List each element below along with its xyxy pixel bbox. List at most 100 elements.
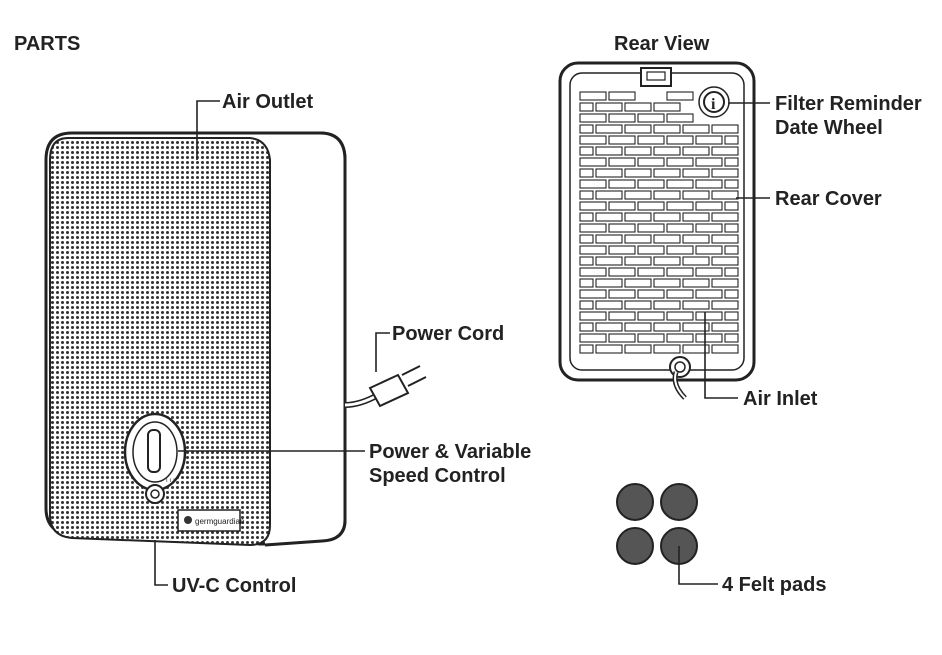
vent-slot — [608, 223, 636, 233]
vent-slot — [724, 333, 739, 343]
vent-slot — [595, 102, 623, 112]
rear-view-title: Rear View — [614, 33, 710, 55]
vent-slot — [624, 234, 652, 244]
vent-slot — [711, 124, 739, 134]
vent-slot — [608, 245, 636, 255]
vent-slot — [711, 212, 739, 222]
speed-control-knob[interactable]: ı ı ı — [123, 412, 187, 492]
vent-slot — [595, 146, 623, 156]
vent-slot — [608, 135, 636, 145]
vent-slot — [579, 179, 607, 189]
vent-slot — [653, 300, 681, 310]
vent-slot — [624, 278, 652, 288]
vent-slot — [624, 102, 652, 112]
vent-slot — [695, 157, 723, 167]
vent-slot — [653, 278, 681, 288]
vent-slot — [579, 91, 607, 101]
felt-pad — [616, 527, 654, 565]
filter-date-wheel[interactable]: i — [698, 86, 730, 118]
vent-slot — [579, 333, 607, 343]
vent-slot — [711, 146, 739, 156]
rear-cover-vents — [579, 91, 739, 354]
vent-slot — [637, 223, 665, 233]
felt-pad — [660, 483, 698, 521]
vent-slot — [711, 278, 739, 288]
vent-slot — [682, 234, 710, 244]
vent-slot — [724, 157, 739, 167]
vent-slot — [653, 234, 681, 244]
vent-slot — [724, 179, 739, 189]
power-cord-leader — [375, 332, 390, 372]
vent-slot — [579, 256, 594, 266]
uvc-leader — [154, 540, 168, 586]
uvc-control-label: UV-C Control — [172, 575, 296, 597]
vent-slot — [624, 190, 652, 200]
vent-slot — [624, 168, 652, 178]
vent-slot — [579, 278, 594, 288]
vent-slot — [579, 223, 607, 233]
vent-slot — [579, 157, 607, 167]
vent-slot — [695, 201, 723, 211]
power-speed-label-line2: Speed Control — [369, 465, 506, 487]
vent-slot — [666, 179, 694, 189]
vent-slot — [579, 113, 607, 123]
vent-slot — [695, 135, 723, 145]
vent-slot — [695, 245, 723, 255]
vent-slot — [653, 344, 681, 354]
vent-slot — [624, 146, 652, 156]
uvc-button[interactable] — [145, 484, 165, 504]
vent-slot — [608, 201, 636, 211]
filter-reminder-label-line2: Date Wheel — [775, 117, 883, 139]
vent-slot — [637, 179, 665, 189]
vent-slot — [595, 234, 623, 244]
vent-slot — [579, 344, 594, 354]
vent-slot — [637, 157, 665, 167]
vent-slot — [653, 212, 681, 222]
vent-slot — [666, 223, 694, 233]
vent-slot — [624, 344, 652, 354]
vent-slot — [695, 333, 723, 343]
vent-slot — [666, 91, 694, 101]
vent-slot — [595, 124, 623, 134]
vent-slot — [608, 289, 636, 299]
vent-slot — [624, 124, 652, 134]
vent-slot — [653, 146, 681, 156]
vent-slot — [595, 300, 623, 310]
brand-plate: germguardian — [177, 509, 244, 532]
vent-slot — [608, 157, 636, 167]
vent-slot — [682, 278, 710, 288]
vent-slot — [711, 168, 739, 178]
vent-slot — [579, 289, 607, 299]
vent-slot — [695, 289, 723, 299]
vent-slot — [711, 256, 739, 266]
vent-slot — [579, 311, 607, 321]
vent-slot — [682, 344, 710, 354]
vent-slot — [711, 300, 739, 310]
vent-slot — [608, 311, 636, 321]
brand-name: germguardian — [195, 517, 244, 526]
vent-slot — [637, 311, 665, 321]
vent-slot — [624, 212, 652, 222]
vent-slot — [724, 245, 739, 255]
vent-slot — [666, 113, 694, 123]
vent-slot — [695, 311, 723, 321]
vent-slot — [595, 190, 623, 200]
felt-pads — [616, 483, 698, 565]
vent-slot — [724, 135, 739, 145]
power-cord-label: Power Cord — [392, 323, 504, 345]
vent-slot — [595, 344, 623, 354]
vent-slot — [579, 124, 594, 134]
vent-slot — [637, 333, 665, 343]
vent-slot — [682, 322, 710, 332]
vent-slot — [595, 322, 623, 332]
vent-slot — [724, 267, 739, 277]
vent-slot — [682, 146, 710, 156]
vent-slot — [695, 267, 723, 277]
vent-slot — [711, 190, 739, 200]
front-grille — [49, 137, 271, 547]
filter-reminder-label-line1: Filter Reminder — [775, 93, 922, 115]
vent-slot — [624, 300, 652, 310]
vent-slot — [579, 102, 594, 112]
vent-slot — [579, 190, 594, 200]
felt-pads-label: 4 Felt pads — [722, 574, 826, 596]
